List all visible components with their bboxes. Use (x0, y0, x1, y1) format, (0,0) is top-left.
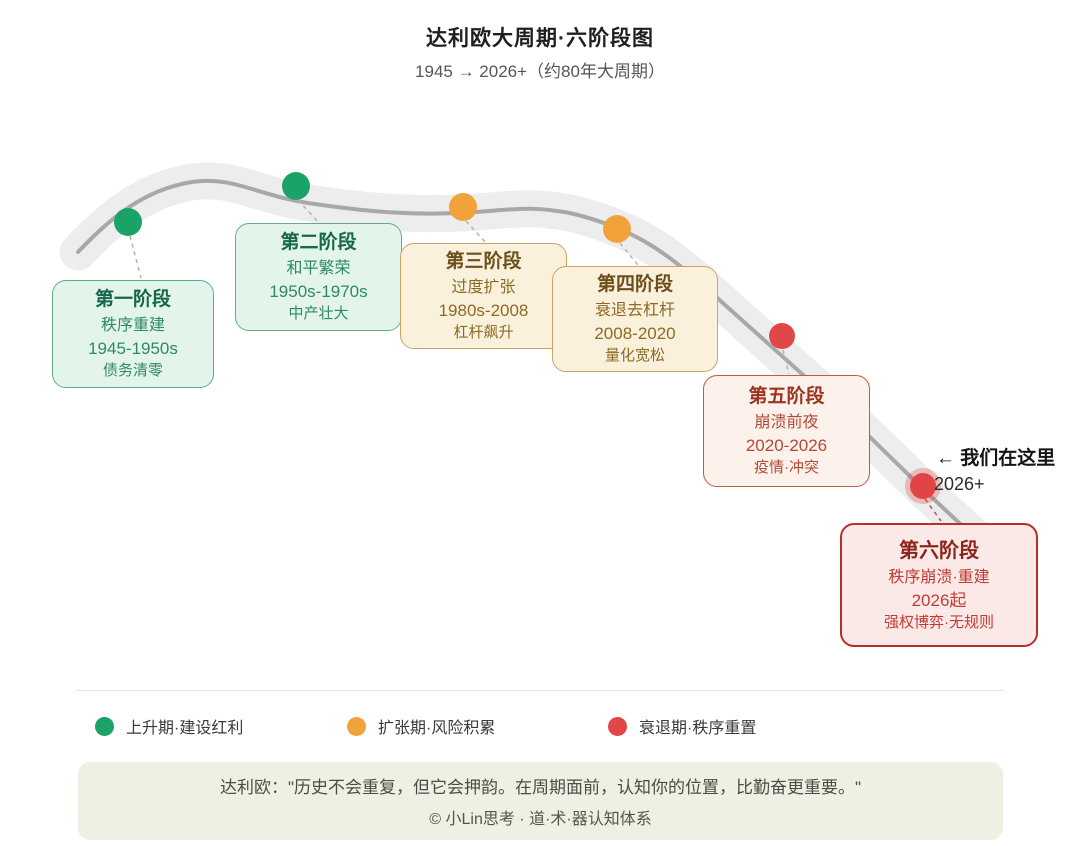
we-are-here-label: ← 我们在这里 (936, 448, 1056, 469)
stage-1-period: 1945-1950s (88, 339, 178, 359)
legend-item-decline: 衰退期·秩序重置 (608, 714, 756, 738)
legend-label-rise: 上升期·建设红利 (126, 720, 244, 737)
stage-card-6: 第六阶段 秩序崩溃·重建 2026起 强权博弈·无规则 (840, 523, 1038, 647)
stage-card-3: 第三阶段 过度扩张 1980s-2008 杠杆飙升 (400, 243, 567, 349)
connector-stage-2 (297, 199, 320, 224)
stage-3-title: 第三阶段 (445, 251, 522, 273)
connector-stage-1 (129, 235, 142, 279)
legend-dot-expand-icon (347, 716, 366, 736)
stage-6-name: 秩序崩溃·重建 (888, 569, 990, 587)
current-position-dot (910, 473, 936, 499)
page-title: 达利欧大周期·六阶段图 (426, 27, 654, 50)
stage-2-period: 1950s-1970s (269, 282, 368, 302)
stage-dot-2 (282, 172, 310, 200)
stage-1-desc: 债务清零 (102, 361, 163, 379)
stage-6-title: 第六阶段 (899, 539, 979, 562)
legend-label-decline: 衰退期·秩序重置 (639, 720, 757, 737)
stage-6-period: 2026起 (911, 591, 967, 611)
legend-divider (75, 690, 1005, 691)
stage-6-desc: 强权博弈·无规则 (884, 613, 994, 631)
legend-item-expand: 扩张期·风险积累 (347, 714, 495, 738)
stage-card-1: 第一阶段 秩序重建 1945-1950s 债务清零 (52, 280, 214, 388)
stage-dot-5 (769, 323, 795, 349)
stage-5-period: 2020-2026 (745, 436, 828, 456)
cycle-line (76, 178, 990, 551)
stage-5-title: 第五阶段 (748, 386, 825, 408)
stage-3-desc: 杠杆飙升 (453, 323, 514, 341)
stage-4-title: 第四阶段 (596, 274, 673, 296)
footer-quote-box: 达利欧："历史不会重复，但它会押韵。在周期面前，认知你的位置，比勤奋更重要。" … (78, 762, 1003, 840)
stage-2-desc: 中产壮大 (288, 304, 349, 322)
stage-5-desc: 疫情·冲突 (754, 458, 819, 476)
stage-4-period: 2008-2020 (594, 324, 676, 344)
page-subtitle: 1945 → 2026+（约80年大周期） (415, 62, 665, 81)
stage-2-title: 第二阶段 (280, 232, 357, 254)
legend-item-rise: 上升期·建设红利 (95, 714, 243, 738)
stage-3-period: 1980s-2008 (438, 301, 529, 321)
stage-2-name: 和平繁荣 (286, 260, 351, 278)
stage-1-name: 秩序重建 (100, 317, 165, 335)
stage-card-4: 第四阶段 衰退去杠杆 2008-2020 量化宽松 (552, 266, 718, 372)
we-are-here-year: 2026+ (934, 474, 985, 494)
stage-3-name: 过度扩张 (451, 279, 516, 297)
dalio-quote: 达利欧："历史不会重复，但它会押韵。在周期面前，认知你的位置，比勤奋更重要。" (219, 778, 862, 797)
legend-dot-rise-icon (95, 716, 114, 736)
copyright-credit: © 小Lin思考 · 道·术·器认知体系 (429, 811, 652, 828)
stage-dot-1 (114, 208, 142, 236)
stage-4-desc: 量化宽松 (604, 346, 665, 364)
stage-dot-3 (449, 193, 477, 221)
legend-dot-decline-icon (608, 716, 627, 736)
stage-1-title: 第一阶段 (94, 289, 171, 311)
stage-dot-4 (603, 215, 631, 243)
stage-5-name: 崩溃前夜 (754, 414, 819, 432)
stage-card-5: 第五阶段 崩溃前夜 2020-2026 疫情·冲突 (703, 375, 870, 487)
legend-label-expand: 扩张期·风险积累 (378, 720, 496, 737)
stage-4-name: 衰退去杠杆 (594, 302, 675, 320)
stage-card-2: 第二阶段 和平繁荣 1950s-1970s 中产壮大 (235, 223, 402, 331)
cycle-band (59, 162, 1007, 568)
